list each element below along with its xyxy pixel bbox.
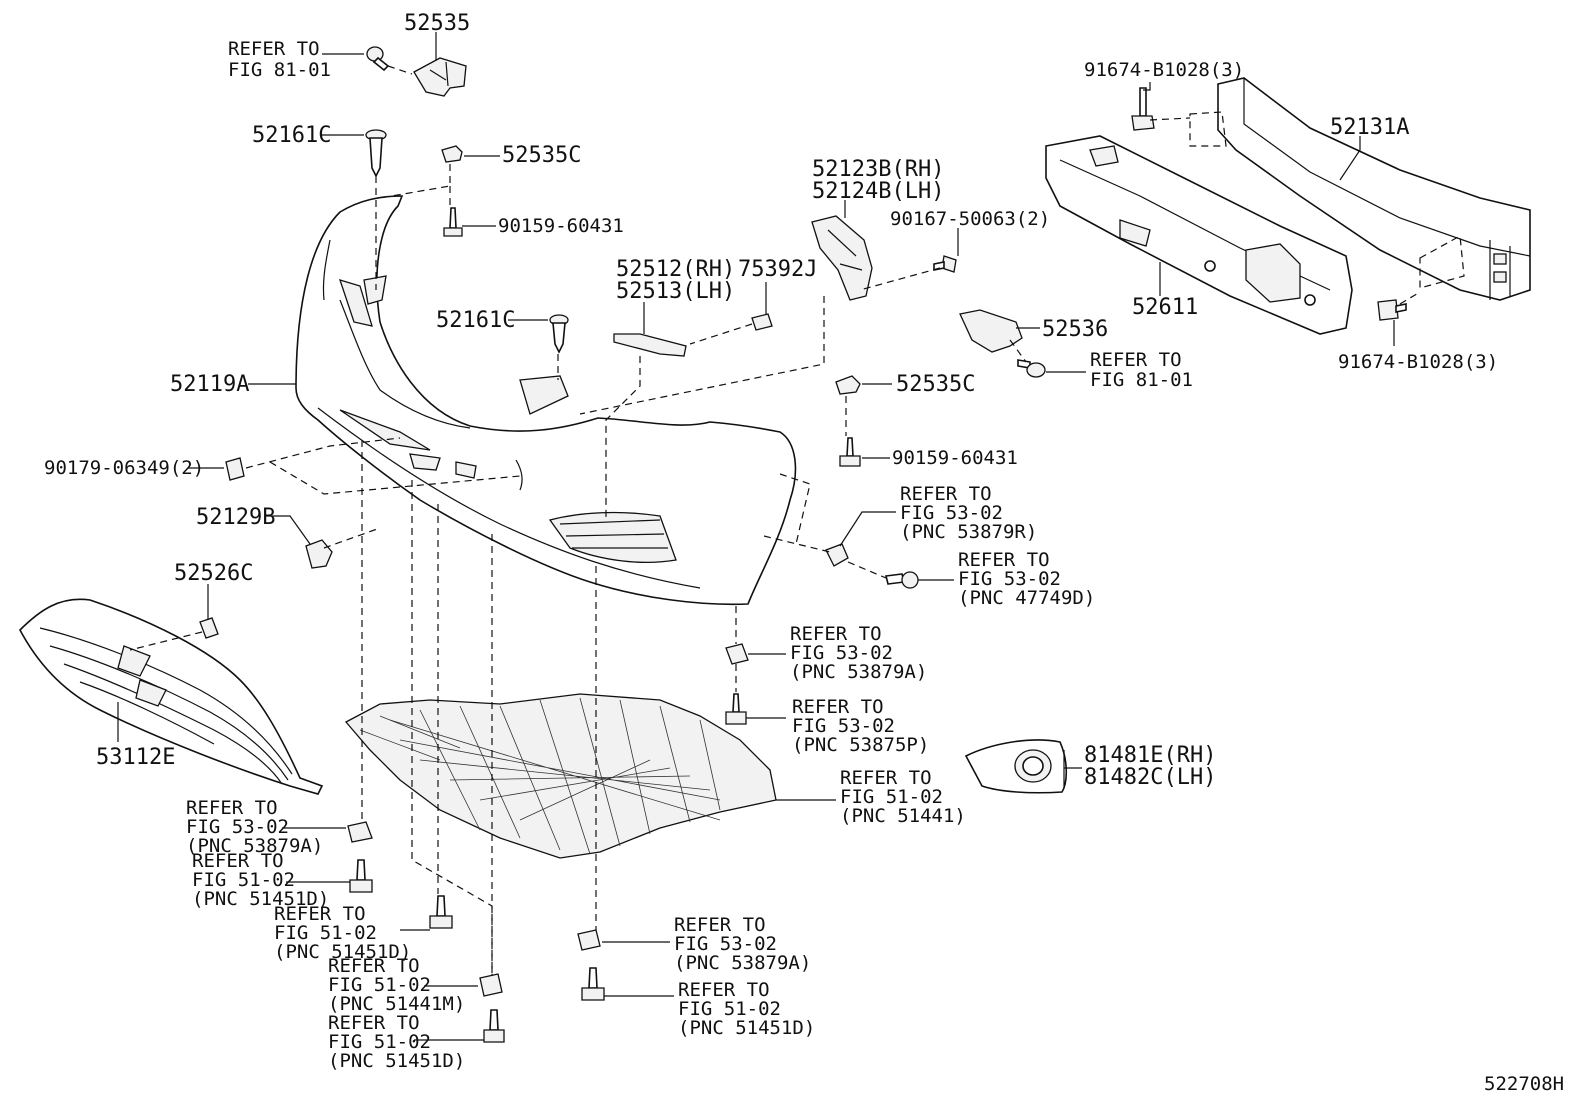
reinforcement-52131a xyxy=(1217,77,1531,301)
part-52129b xyxy=(305,539,333,569)
label-52131a: 52131A xyxy=(1330,115,1409,140)
label-52535c-top: 52535C xyxy=(502,143,581,168)
label-52129b: 52129B xyxy=(196,505,275,530)
label-91674-top: 91674-B1028(3) xyxy=(1084,59,1244,81)
label-52119a: 52119A xyxy=(170,372,249,397)
leader-lines xyxy=(117,32,1395,1041)
label-90179: 90179-06349(2) xyxy=(44,457,204,479)
label-52536: 52536 xyxy=(1042,317,1108,342)
clip-52161c-mid xyxy=(549,314,569,354)
figure-code: 522708H xyxy=(1484,1073,1564,1095)
moulding-52512 xyxy=(613,333,687,357)
bolt-91674-bottom xyxy=(1377,299,1407,321)
label-52535c-right: 52535C xyxy=(896,372,975,397)
nut-52535c-right xyxy=(835,375,861,395)
screw-47749d xyxy=(885,571,919,589)
bolt-90159-right xyxy=(839,437,861,467)
engine-under-cover xyxy=(344,693,777,859)
label-52161c-mid: 52161C xyxy=(436,308,515,333)
label-91674-bottom: 91674-B1028(3) xyxy=(1338,351,1498,373)
label-52123b: 52123B(RH)52124B(LH) xyxy=(812,157,944,204)
clip-51441m xyxy=(479,973,503,997)
label-90167: 90167-50063(2) xyxy=(890,208,1050,230)
bolt-90159-top xyxy=(443,207,463,237)
bolt-51451d-c xyxy=(483,1009,505,1043)
bumper-cover-52119a xyxy=(295,195,797,606)
label-52535: 52535 xyxy=(404,11,470,36)
bolt-90167 xyxy=(933,255,957,273)
clip-90179 xyxy=(225,457,245,481)
part-52535-bracket xyxy=(413,57,467,97)
bolt-53875p xyxy=(725,693,747,725)
label-52512: 52512(RH)52513(LH) xyxy=(616,257,735,304)
alignment-lines xyxy=(129,65,1465,976)
clip-75392j xyxy=(751,313,773,331)
clip-53879a-mid xyxy=(725,643,749,665)
absorber-52611 xyxy=(1045,135,1353,335)
label-52526c: 52526C xyxy=(174,561,253,586)
clip-52526c xyxy=(199,617,219,639)
screw-top-left xyxy=(366,46,390,72)
clip-53879a-left xyxy=(347,821,373,843)
label-52161c-top: 52161C xyxy=(252,123,331,148)
grille-53112e xyxy=(19,598,324,795)
fog-cover-81481e xyxy=(964,739,1068,794)
label-53112e: 53112E xyxy=(96,745,175,770)
label-90159-top: 90159-60431 xyxy=(498,215,624,237)
label-52611: 52611 xyxy=(1132,295,1198,320)
bolt-91674-top xyxy=(1131,87,1155,131)
bolt-51451d-b xyxy=(429,895,453,929)
bracket-52123b xyxy=(811,215,873,301)
clip-52161c-top xyxy=(365,129,387,178)
label-75392j: 75392J xyxy=(738,257,817,282)
clip-53879a-bottom xyxy=(577,929,601,951)
bolt-51451d-a xyxy=(349,859,373,893)
screw-52536 xyxy=(1017,359,1046,378)
nut-52535c-top xyxy=(441,145,463,163)
label-81481e: 81481E(RH)81482C(LH) xyxy=(1084,743,1216,790)
bolt-51451d-d xyxy=(581,967,605,1001)
bracket-52536 xyxy=(959,309,1023,353)
clip-53879r xyxy=(825,543,849,567)
label-90159-right: 90159-60431 xyxy=(892,447,1018,469)
